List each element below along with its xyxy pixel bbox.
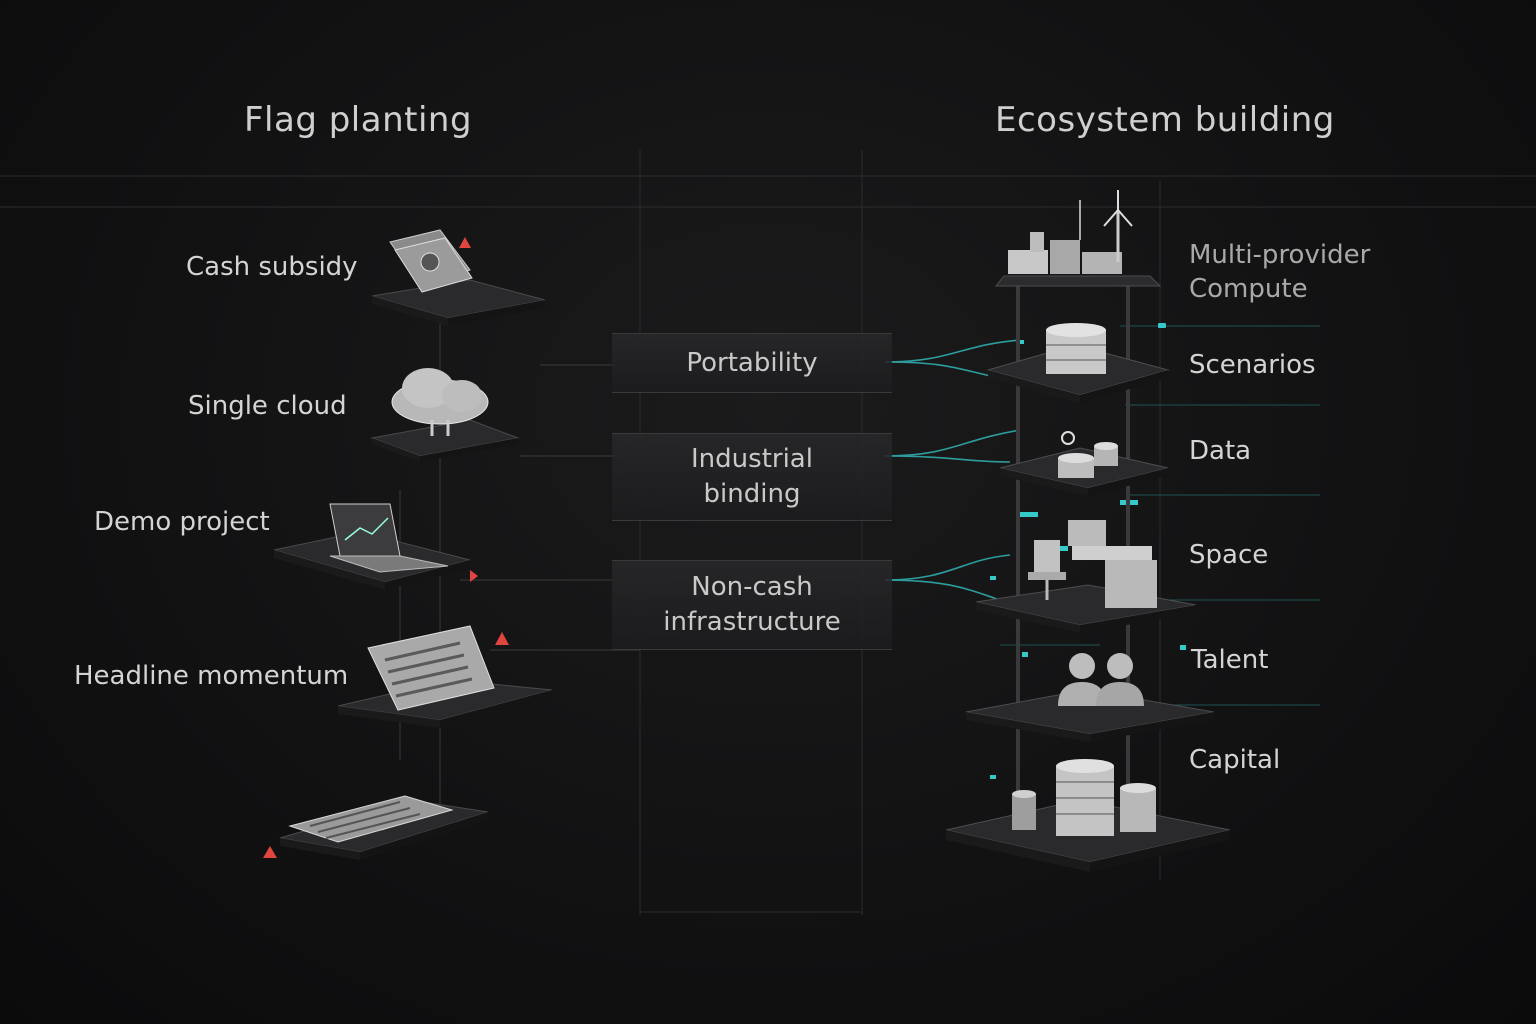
- right-label-line: Compute: [1189, 274, 1308, 304]
- office-desk-icon: [975, 520, 1197, 633]
- document-stack-icon: [263, 795, 489, 860]
- newspaper-icon: [337, 625, 553, 728]
- left-label-demo-project: Demo project: [94, 507, 270, 537]
- left-label-single-cloud: Single cloud: [188, 391, 347, 421]
- middle-box-line: binding: [703, 479, 801, 509]
- middle-box-line: infrastructure: [663, 607, 841, 637]
- cloud-icon: [370, 368, 520, 462]
- left-label-headline-momentum: Headline momentum: [74, 661, 349, 691]
- people-icon: [965, 653, 1215, 742]
- right-label-line: Multi-provider: [1189, 240, 1371, 270]
- right-label-data: Data: [1189, 436, 1252, 466]
- middle-box-industrial-binding: Industrial binding: [612, 433, 892, 521]
- middle-box-line: Industrial: [691, 444, 813, 474]
- right-label-capital: Capital: [1189, 745, 1281, 775]
- middle-box-line: Portability: [686, 347, 818, 378]
- capital-stack-icon: [945, 759, 1231, 872]
- middle-box-line: Non-cash: [691, 572, 813, 602]
- right-label-multi-provider-compute: Multi-provider Compute: [1189, 238, 1370, 306]
- laptop-icon: [273, 503, 478, 590]
- database-icon: [986, 323, 1170, 403]
- factory-wind-turbine-icon: [994, 190, 1162, 287]
- right-label-talent: Talent: [1191, 645, 1269, 675]
- cash-stack-icon: [371, 229, 546, 326]
- left-column-title: Flag planting: [244, 100, 473, 140]
- data-coins-icon: [999, 431, 1169, 496]
- right-label-scenarios: Scenarios: [1189, 350, 1316, 380]
- right-label-space: Space: [1189, 540, 1269, 570]
- middle-box-portability: Portability: [612, 333, 892, 393]
- left-label-cash-subsidy: Cash subsidy: [186, 252, 358, 282]
- right-column-title: Ecosystem building: [995, 100, 1335, 140]
- middle-box-non-cash-infrastructure: Non-cash infrastructure: [612, 560, 892, 650]
